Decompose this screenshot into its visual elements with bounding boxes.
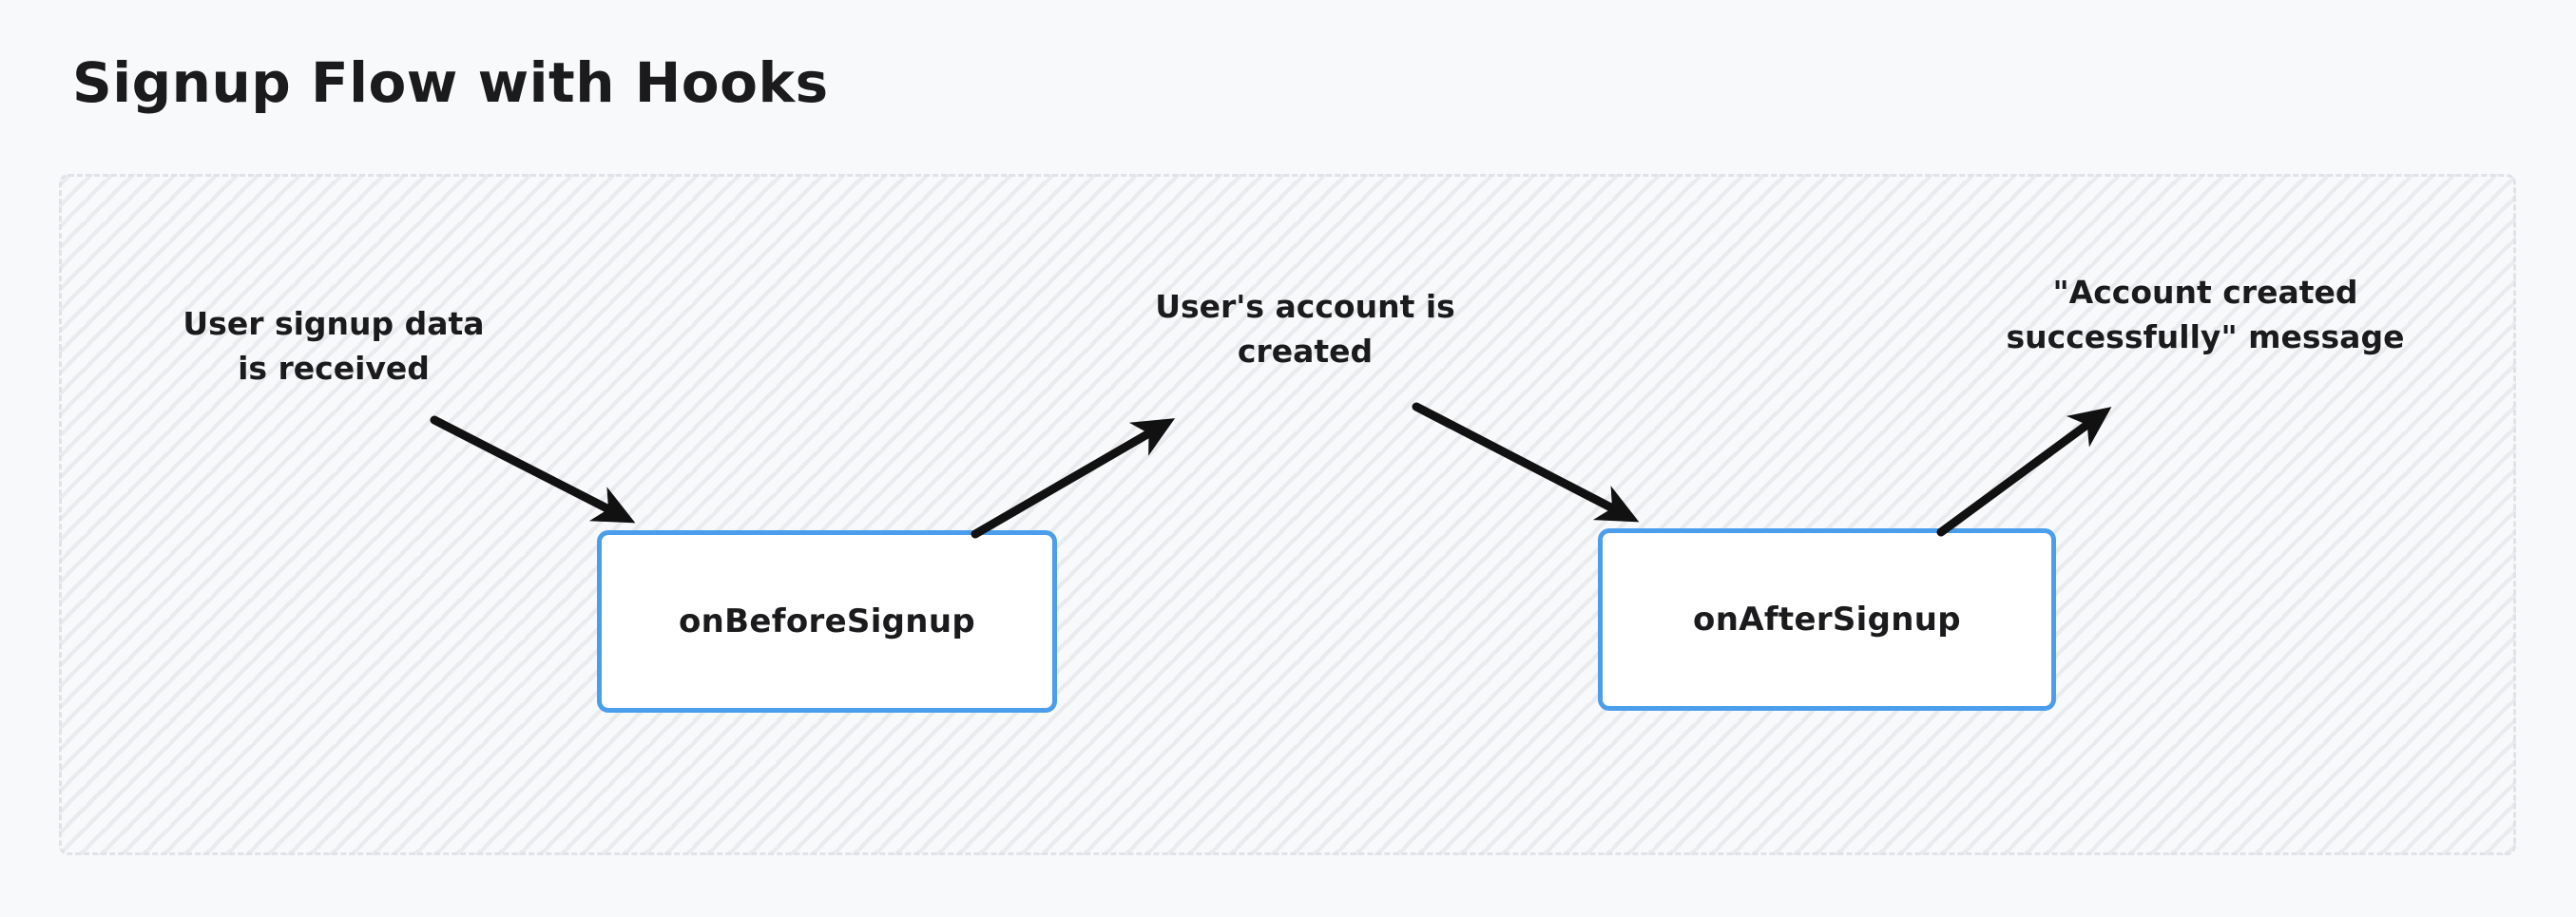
page-title: Signup Flow with Hooks bbox=[72, 50, 829, 115]
label-output-account-created: User's account is created bbox=[1155, 288, 1455, 370]
node-on-after-signup[interactable]: onAfterSignup bbox=[1598, 528, 2056, 711]
node-on-before-signup[interactable]: onBeforeSignup bbox=[597, 530, 1057, 713]
node-on-after-signup-label: onAfterSignup bbox=[1693, 601, 1961, 639]
label-output-success-message: "Account created successfully" message bbox=[2006, 274, 2405, 355]
node-on-before-signup-label: onBeforeSignup bbox=[679, 602, 975, 640]
label-input-signup-data: User signup data is received bbox=[183, 305, 485, 387]
